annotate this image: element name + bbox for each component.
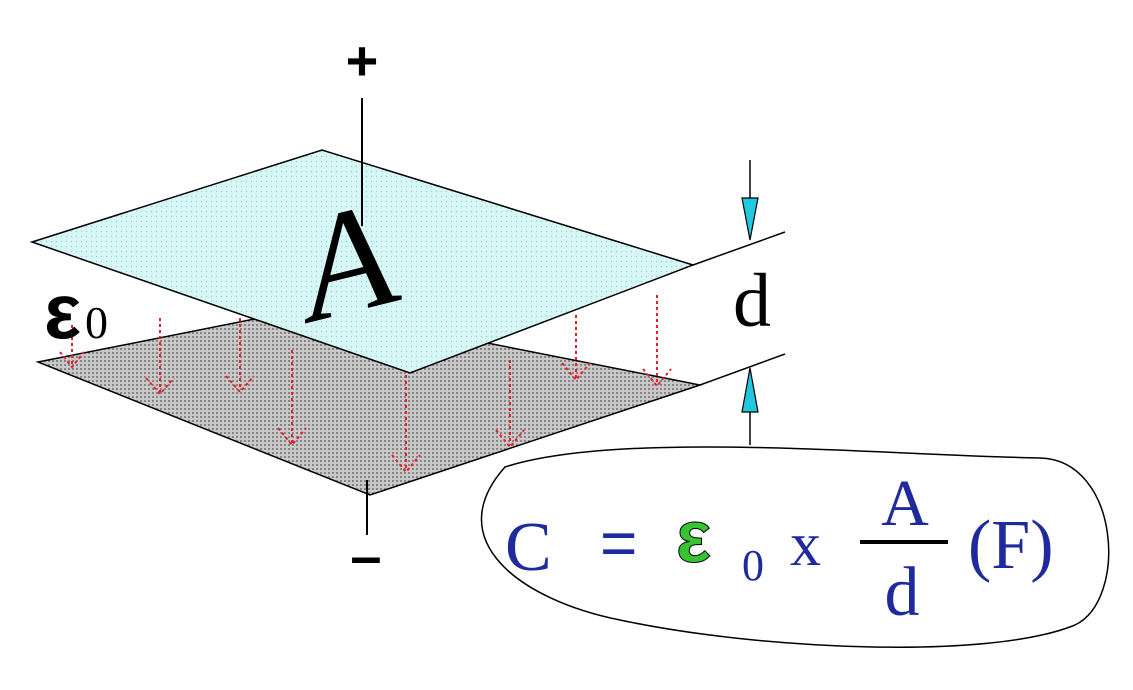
formula-times: x xyxy=(790,511,821,579)
field-arrow xyxy=(225,318,255,394)
gap-arrow-top-head xyxy=(741,197,759,241)
field-arrow xyxy=(277,350,307,447)
bottom-extension-line xyxy=(699,353,786,386)
gap-distance-label: d xyxy=(733,259,771,343)
top-extension-line xyxy=(692,231,786,266)
field-arrow xyxy=(495,360,525,449)
positive-terminal-label: + xyxy=(346,29,379,92)
permittivity-label: ε 0 xyxy=(44,267,108,355)
formula-denominator: d xyxy=(885,554,920,631)
field-lines xyxy=(59,295,672,474)
formula-bubble xyxy=(480,446,1110,648)
epsilon-subscript: 0 xyxy=(85,297,108,348)
negative-terminal-label: – xyxy=(350,524,381,587)
field-arrow xyxy=(642,295,672,388)
formula-numerator: A xyxy=(881,467,929,540)
field-arrow xyxy=(145,318,175,396)
formula-epsilon-subscript: 0 xyxy=(742,541,764,590)
field-arrow xyxy=(59,325,85,369)
capacitance-formula: C = ε 0 x A d (F) xyxy=(505,467,1054,631)
formula-lhs: C xyxy=(505,509,552,586)
epsilon-symbol: ε xyxy=(44,267,81,355)
field-arrow xyxy=(391,375,421,474)
formula-unit: (F) xyxy=(968,507,1054,584)
gap-arrow-bottom-head xyxy=(741,367,759,413)
formula-equals: = xyxy=(600,507,637,579)
formula-epsilon: ε xyxy=(676,495,711,578)
field-arrow xyxy=(561,315,591,382)
